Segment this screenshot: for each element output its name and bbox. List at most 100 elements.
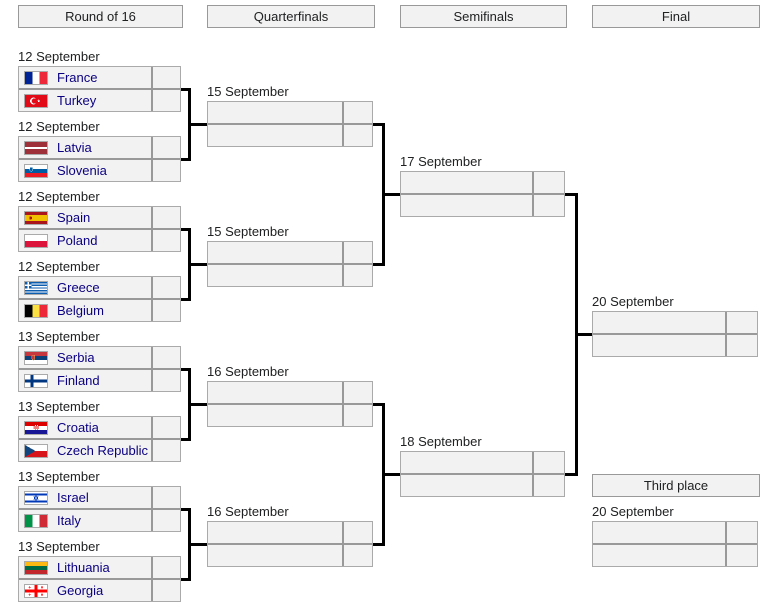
team-name-link[interactable]: Georgia	[57, 583, 104, 598]
connector-line	[181, 158, 191, 161]
team-name-link[interactable]: Serbia	[57, 350, 95, 365]
score-cell	[532, 195, 564, 216]
header-semifinals: Semifinals	[400, 5, 567, 28]
team-cell: Turkey	[19, 90, 151, 111]
team-row-latvia: Latvia	[19, 137, 180, 160]
flag-icon-spain	[24, 210, 48, 225]
team-name-link[interactable]: Turkey	[57, 93, 97, 108]
team-cell	[401, 452, 532, 473]
connector-line	[382, 123, 385, 266]
team-cell	[208, 125, 342, 146]
score-cell	[151, 300, 180, 321]
score-cell	[725, 335, 757, 356]
team-cell	[208, 102, 342, 123]
team-row-final-1-away	[593, 335, 757, 356]
team-row-quarterfinal-4-home	[208, 522, 372, 545]
team-row-quarterfinal-1-away	[208, 125, 372, 146]
team-cell: Croatia	[19, 417, 151, 438]
connector-line	[385, 473, 400, 476]
team-row-turkey: Turkey	[19, 90, 180, 111]
connector-line	[373, 123, 385, 126]
team-name-link[interactable]: Belgium	[57, 303, 104, 318]
connector-line	[191, 263, 207, 266]
score-cell	[151, 580, 180, 601]
team-cell: Greece	[19, 277, 151, 298]
flag-icon-croatia	[24, 420, 48, 435]
match-quarterfinal-2	[207, 241, 373, 287]
match-semifinal-1	[400, 171, 565, 217]
team-row-semifinal-1-home	[401, 172, 564, 195]
team-name-link[interactable]: Lithuania	[57, 560, 110, 575]
team-cell: Lithuania	[19, 557, 151, 578]
date-label-round-of-16-2: 12 September	[18, 119, 100, 134]
team-name-link[interactable]: Italy	[57, 513, 81, 528]
team-name-link[interactable]: Croatia	[57, 420, 99, 435]
flag-icon-lithuania	[24, 560, 48, 575]
date-label-round-of-16-5: 13 September	[18, 329, 100, 344]
connector-line	[565, 473, 578, 476]
team-cell: Georgia	[19, 580, 151, 601]
team-name-link[interactable]: Slovenia	[57, 163, 107, 178]
team-cell: Spain	[19, 207, 151, 228]
team-row-israel: Israel	[19, 487, 180, 510]
team-cell	[208, 405, 342, 426]
date-label-semifinal-1: 17 September	[400, 154, 482, 169]
flag-icon-poland	[24, 233, 48, 248]
team-cell: Latvia	[19, 137, 151, 158]
header-quarterfinals: Quarterfinals	[207, 5, 375, 28]
connector-line	[565, 193, 578, 196]
team-name-link[interactable]: Israel	[57, 490, 89, 505]
score-cell	[151, 347, 180, 368]
team-name-link[interactable]: Czech Republic	[57, 443, 149, 458]
date-label-quarterfinal-2: 15 September	[207, 224, 289, 239]
score-cell	[151, 557, 180, 578]
flag-icon-belgium	[24, 303, 48, 318]
team-name-link[interactable]: Greece	[57, 280, 100, 295]
connector-line	[181, 508, 191, 511]
flag-icon-greece	[24, 280, 48, 295]
connector-line	[373, 263, 385, 266]
header-final: Final	[592, 5, 760, 28]
score-cell	[342, 265, 372, 286]
connector-line	[385, 193, 400, 196]
team-row-croatia: Croatia	[19, 417, 180, 440]
team-cell	[208, 545, 342, 566]
connector-line	[575, 193, 578, 476]
team-name-link[interactable]: France	[57, 70, 98, 85]
team-cell	[401, 195, 532, 216]
score-cell	[151, 370, 180, 391]
score-cell	[151, 90, 180, 111]
connector-line	[188, 508, 191, 581]
team-row-poland: Poland	[19, 230, 180, 251]
team-cell	[208, 382, 342, 403]
team-row-quarterfinal-2-home	[208, 242, 372, 265]
team-name-link[interactable]: Poland	[57, 233, 98, 248]
match-semifinal-2	[400, 451, 565, 497]
flag-icon-italy	[24, 513, 48, 528]
team-cell	[208, 265, 342, 286]
team-name-link[interactable]: Latvia	[57, 140, 92, 155]
date-label-semifinal-2: 18 September	[400, 434, 482, 449]
team-cell	[593, 312, 725, 333]
score-cell	[342, 102, 372, 123]
team-row-spain: Spain	[19, 207, 180, 230]
team-name-link[interactable]: Finland	[57, 373, 100, 388]
score-cell	[151, 230, 180, 251]
team-cell: Czech Republic	[19, 440, 151, 461]
team-row-france: France	[19, 67, 180, 90]
connector-line	[181, 88, 191, 91]
flag-icon-turkey	[24, 93, 48, 108]
connector-line	[188, 368, 191, 441]
team-cell	[208, 522, 342, 543]
team-row-lithuania: Lithuania	[19, 557, 180, 580]
team-cell: France	[19, 67, 151, 88]
score-cell	[342, 522, 372, 543]
team-name-link[interactable]: Spain	[57, 210, 91, 225]
score-cell	[151, 277, 180, 298]
team-cell	[401, 475, 532, 496]
